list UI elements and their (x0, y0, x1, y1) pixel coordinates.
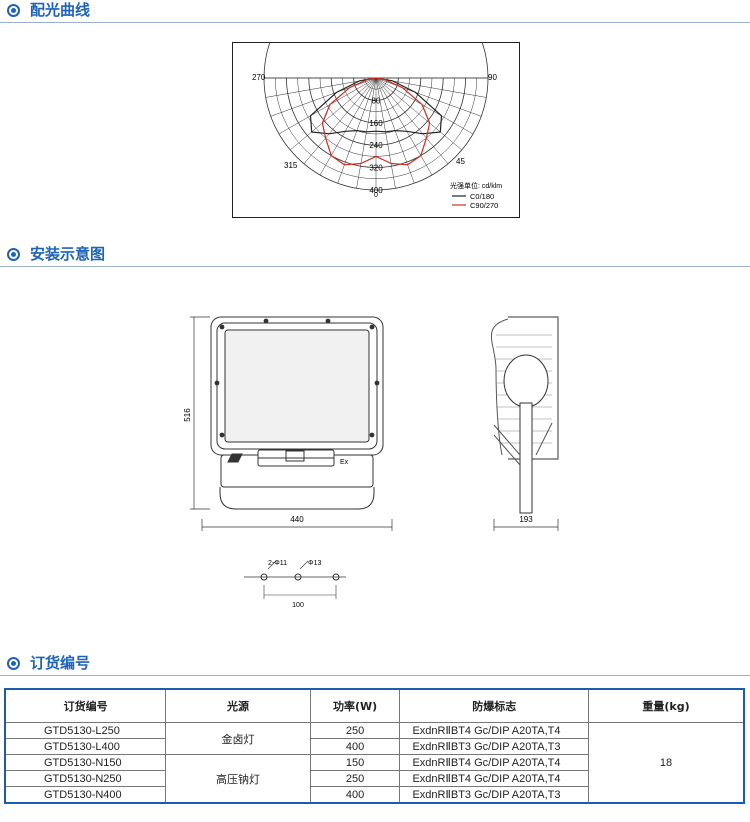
column-header-source: 光源 (165, 688, 311, 723)
radial-tick-label: 240 (369, 141, 383, 150)
legend-label-c0: C0/180 (470, 192, 494, 201)
polar-grid-spoke (375, 77, 482, 117)
installation-drawing: Ex 516 440 193 2-Φ11 Φ13 100 (183, 316, 559, 609)
section-header-install: 安装示意图 (0, 244, 750, 267)
polar-grid-spoke (375, 77, 474, 135)
bullet-circle-icon (7, 248, 20, 261)
polar-grid-spoke (375, 77, 396, 189)
polar-grid-spoke (290, 77, 377, 151)
cell-model: GTD5130-N400 (4, 786, 167, 804)
cell-source: 高压钠灯 (165, 754, 311, 804)
cell-weight: 18 (587, 722, 745, 804)
divider (0, 675, 750, 676)
dim-holes-label: 2-Φ11 (268, 560, 287, 567)
cell-model: GTD5130-L400 (4, 738, 167, 755)
section-header-order: 订货编号 (0, 653, 750, 676)
section-title: 配光曲线 (30, 1, 91, 19)
polar-grid-spoke (278, 77, 377, 135)
table-row: GTD5130-N150 高压钠灯 150 ExdnRⅡBT4 Gc/DIP A… (4, 754, 744, 804)
angle-label-90: 90 (488, 73, 497, 82)
cell-marking: ExdnRⅡBT3 Gc/DIP A20TA,T3 (399, 786, 589, 804)
divider (0, 266, 750, 267)
dim-width-label: 440 (290, 515, 304, 524)
curve-c0-180 (309, 77, 443, 135)
polar-grid-spoke (375, 77, 433, 176)
cell-power: 400 (309, 786, 401, 804)
polar-grid-spoke (356, 77, 377, 189)
radial-tick-label: 320 (369, 164, 383, 173)
section-title: 安装示意图 (30, 245, 106, 263)
order-table: 订货编号 光源 功率(W) 防爆标志 重量(kg) GTD5130-L250 金… (4, 688, 745, 804)
polar-grid-spoke (319, 77, 377, 176)
bullet-circle-icon (7, 657, 20, 670)
cell-power: 150 (309, 754, 401, 771)
section-title: 订货编号 (30, 654, 91, 672)
column-header-power: 功率(W) (309, 688, 401, 723)
cell-marking: ExdnRⅡBT4 Gc/DIP A20TA,T4 (399, 770, 589, 787)
column-header-model: 订货编号 (4, 688, 167, 723)
chart-legend: 光强单位: cd/klm C0/180 C90/270 (450, 181, 502, 210)
radial-tick-label: 400 (369, 186, 383, 195)
cell-power: 400 (309, 738, 401, 755)
bullet-circle-icon (7, 4, 20, 17)
divider (0, 22, 750, 23)
legend-label-c90: C90/270 (470, 201, 498, 210)
dim-depth-label: 193 (519, 515, 533, 524)
cell-marking: ExdnRⅡBT4 Gc/DIP A20TA,T4 (399, 722, 589, 739)
dim-height-label: 516 (183, 408, 192, 422)
cell-model: GTD5130-N150 (4, 754, 167, 771)
angle-label-270: 270 (252, 73, 266, 82)
table-row: GTD5130-L250 金卤灯 250 ExdnRⅡBT4 Gc/DIP A2… (4, 722, 745, 804)
badge-ex: Ex (340, 459, 349, 466)
table-row: GTD5130-N400 400 ExdnRⅡBT3 Gc/DIP A20TA,… (4, 786, 744, 804)
table-header-row: 订货编号 光源 功率(W) 防爆标志 重量(kg) (4, 688, 745, 723)
cell-marking: ExdnRⅡBT4 Gc/DIP A20TA,T4 (399, 754, 589, 771)
cell-power: 250 (309, 722, 401, 739)
fixture-lens (224, 329, 370, 443)
polar-grid-spoke (375, 77, 462, 151)
column-header-marking: 防爆标志 (399, 688, 589, 723)
polar-grid-spoke (270, 77, 377, 117)
polar-grid-spoke (303, 77, 377, 164)
table-row: GTD5130-L400 400 ExdnRⅡBT3 Gc/DIP A20TA,… (4, 738, 744, 755)
polar-grid-spoke (375, 77, 449, 164)
section-header-light-curve: 配光曲线 (0, 0, 750, 23)
dim-spacing-label: 100 (292, 602, 304, 609)
angle-label-0: 0 (374, 192, 378, 199)
curve-c90-270 (321, 77, 431, 166)
mounting-bracket (519, 402, 533, 514)
light-distribution-chart: 270 90 315 45 0 80 160 240 320 400 光强单位: cd/… (232, 42, 520, 218)
cell-model: GTD5130-N250 (4, 770, 167, 787)
logo-icon (227, 453, 243, 463)
radial-tick-label: 160 (369, 119, 383, 128)
dim-hole2-label: Φ13 (308, 560, 321, 567)
cell-power: 250 (309, 770, 401, 787)
legend-title: 光强单位: cd/klm (450, 181, 502, 190)
column-header-weight: 重量(kg) (587, 688, 745, 723)
cell-marking: ExdnRⅡBT3 Gc/DIP A20TA,T3 (399, 738, 589, 755)
cell-source: 金卤灯 (165, 722, 311, 755)
radial-tick-label: 80 (372, 96, 381, 105)
angle-label-45: 45 (456, 157, 465, 166)
table-row: GTD5130-N250 250 ExdnRⅡBT4 Gc/DIP A20TA,… (4, 770, 744, 787)
cell-model: GTD5130-L250 (4, 722, 167, 739)
angle-label-315: 315 (284, 161, 298, 170)
